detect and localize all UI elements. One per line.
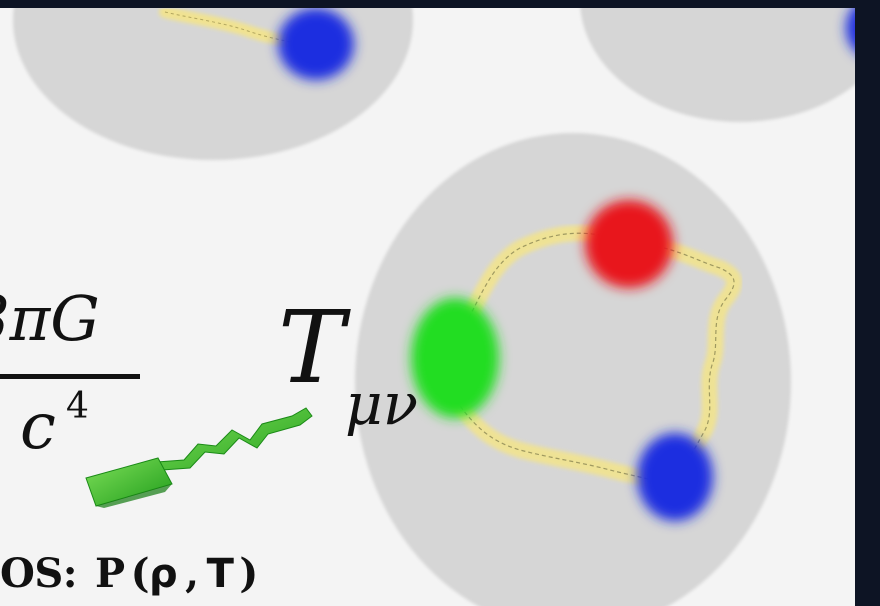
red-quark (585, 200, 673, 288)
hadron-top-left (13, 0, 413, 160)
top-frame (0, 0, 880, 8)
green-arrow (85, 407, 313, 508)
eos-close-paren: ) (239, 550, 258, 597)
gluon-string-core (451, 394, 661, 483)
equation-denominator-exponent: 4 (66, 386, 89, 427)
eos-prefix: OS: (0, 550, 78, 597)
blue-quark (637, 433, 713, 521)
eos-density: ρ (149, 551, 178, 597)
gluon-string-core (649, 244, 735, 471)
green-quark (411, 298, 499, 418)
eos-comma: , (185, 550, 199, 597)
eos-open-paren: ( (130, 550, 150, 597)
tensor-indices: μν (345, 370, 418, 438)
equation-numerator: 8πG (0, 282, 100, 355)
equation-denominator: c (20, 390, 56, 464)
gluon-string-core (461, 232, 601, 331)
hadron-main (355, 133, 791, 606)
stress-energy-tensor-symbol: T (278, 289, 345, 406)
arrow-head-shade (96, 484, 172, 508)
eos-temperature: T (206, 551, 234, 597)
right-frame-light (855, 30, 880, 606)
hadron-body (580, 0, 880, 122)
eos-label: OS: P(ρ,T) (0, 550, 258, 597)
eos-function: P (95, 550, 125, 597)
blue-quark (278, 8, 354, 80)
fraction-bar (0, 374, 140, 379)
